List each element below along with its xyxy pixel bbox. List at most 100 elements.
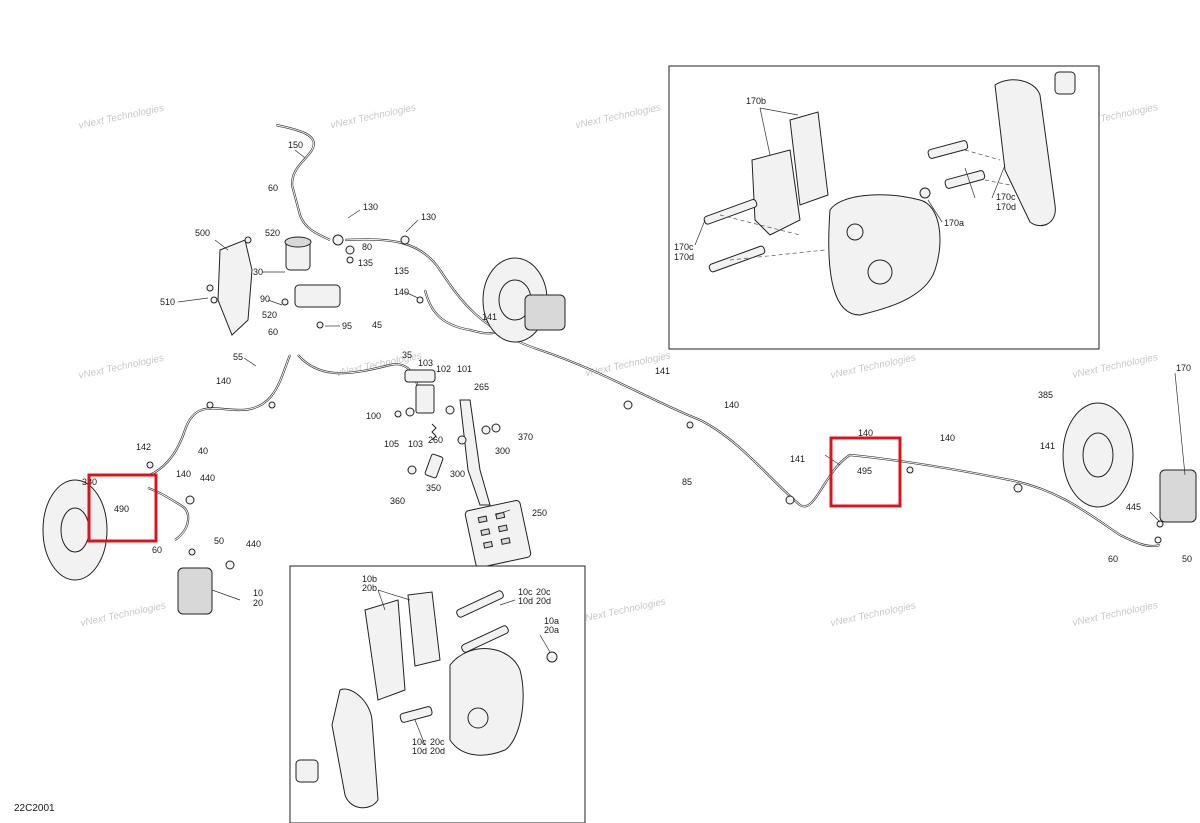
brake-pad-10b-20b [364,599,406,701]
clip-140 [206,401,214,409]
callout-300: 300 [450,469,465,479]
brake-pedal-assembly [394,369,532,568]
watermark: vNext Technologies [330,102,417,131]
callout-150: 150 [288,140,303,150]
watermark: vNext Technologies [78,353,165,382]
callout-141: 141 [655,366,670,376]
spring-260 [431,423,437,441]
callout-40: 40 [198,446,208,456]
callout-103: 103 [418,358,433,368]
caliper-bracket-170 [994,79,1056,227]
pin-170c-170d [927,140,969,159]
callout-141: 141 [482,312,497,322]
brake-lines [147,123,1161,548]
watermark: vNext Technologies [78,103,165,132]
brake-disc-front-left-380 [42,479,108,581]
callout-90: 90 [260,294,270,304]
pin-170c-170d-2 [944,170,986,189]
master-cylinder-fitting [332,234,344,246]
callout-60: 60 [268,183,278,193]
callout-170d: 170d [674,252,694,262]
callout-140: 140 [940,433,955,443]
watermark: vNext Technologies [1072,600,1159,629]
pivot-bracket-101 [415,384,435,414]
callout-170c: 170c [674,242,694,252]
callout-360: 360 [390,496,405,506]
leader-lines [177,149,1186,601]
watermark: vNext Technologies [830,600,917,629]
master-cylinder-body [294,284,341,308]
callout-20d: 20d [536,596,551,606]
callout-20a: 20a [544,625,559,635]
callout-10d: 10d [518,596,533,606]
stop-265 [445,405,455,415]
callout-500: 500 [195,228,210,238]
diagram-code: 22C2001 [14,803,55,814]
callout-495: 495 [857,466,872,476]
callout-265: 265 [474,382,489,392]
highlight-box-490 [87,473,158,543]
clip-140 [686,421,694,429]
clip-141 [623,400,633,410]
bolt-360 [407,465,417,475]
caliper-rear-170 [1159,469,1197,523]
callout-520: 520 [265,228,280,238]
clip-140 [416,296,424,304]
pedal-arm [459,399,491,506]
bolt-445 [1156,520,1164,528]
clip-140 [268,401,276,409]
clip-142 [146,461,154,469]
callout-130: 130 [421,212,436,222]
fitting-80 [345,245,355,255]
callout-510: 510 [160,297,175,307]
callout-170a: 170a [944,218,964,228]
bolt-100 [394,410,402,418]
callout-50: 50 [214,536,224,546]
pin-350 [424,453,444,479]
brake-line-490 [147,486,190,541]
bolt-10c-10d-20c-20d [456,590,504,618]
callout-130: 130 [363,202,378,212]
callout-250: 250 [532,508,547,518]
callout-140: 140 [176,469,191,479]
callout-45: 45 [372,320,382,330]
callout-10d: 10d [412,746,427,756]
pivot-sleeve-103 [404,369,436,383]
watermark: vNext Technologies [80,600,167,629]
pin-front [399,706,433,723]
callout-140: 140 [858,428,873,438]
callout-140: 140 [216,376,231,386]
callout-440: 440 [200,473,215,483]
callout-10a: 10a [544,616,559,626]
reservoir-cap [284,236,312,248]
callout-140: 140 [724,400,739,410]
watermark: vNext Technologies [1072,352,1159,381]
callout-30: 30 [253,267,263,277]
fitting-135 [346,256,354,264]
front-left-brake [42,479,235,615]
bleeder-10a-20a [546,651,558,663]
callout-10c: 10c [412,737,427,747]
callout-350: 350 [426,483,441,493]
callout-20b: 20b [362,583,377,593]
callout-170c: 170c [996,192,1016,202]
clip-141 [785,495,795,505]
callout-60: 60 [1108,554,1118,564]
callout-170b: 170b [746,96,766,106]
front-right-brake [482,257,566,343]
bleeder-170a [919,187,931,199]
bolt-440 [185,495,195,505]
washer-370 [491,423,501,433]
callout-440: 440 [246,539,261,549]
callout-100: 100 [366,411,381,421]
callout-300: 300 [495,446,510,456]
clip-141 [1013,483,1023,493]
caliper-body-front [449,648,524,756]
callout-141: 141 [790,454,805,464]
watermark: vNext Technologies [830,352,917,381]
callout-260: 260 [428,435,443,445]
bracket-500 [206,236,253,336]
callout-20: 20 [253,598,263,608]
brake-pad-10b-20b-back [407,591,441,667]
bushing-front [295,759,319,783]
